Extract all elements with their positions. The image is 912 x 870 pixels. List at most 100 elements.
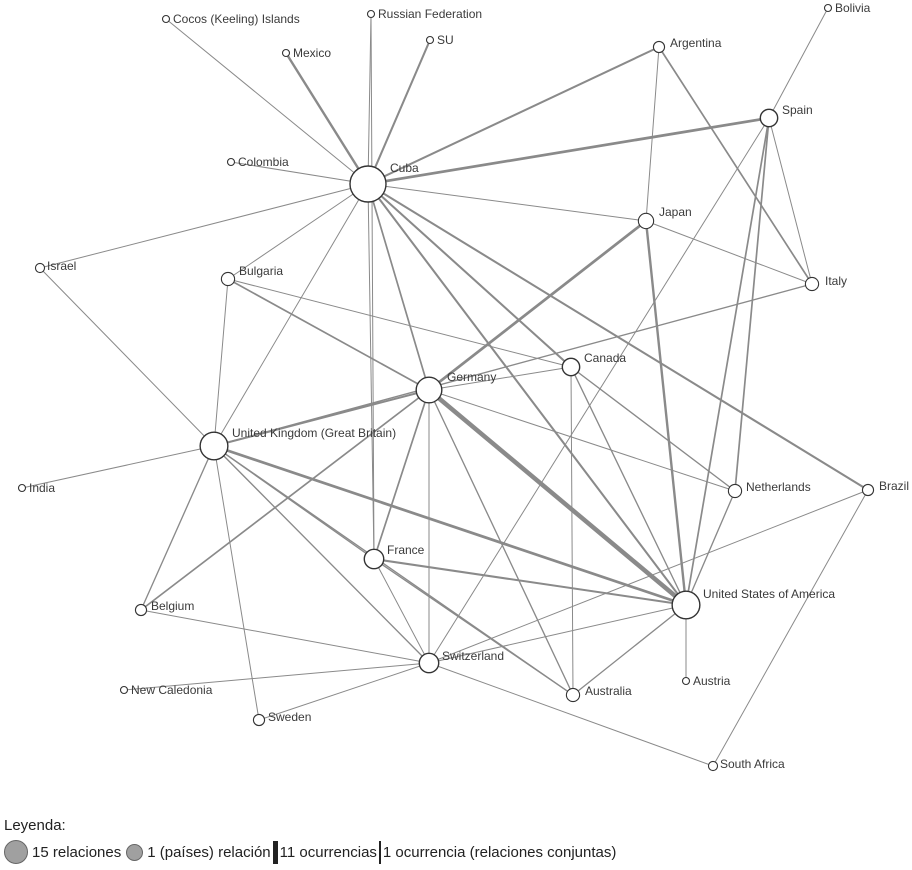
legend-big-node-label: 15 relaciones (32, 843, 122, 861)
edge-usa-australia (572, 604, 687, 696)
node-india (17, 483, 27, 493)
node-southafrica (707, 760, 719, 772)
edge-spain-italy (768, 117, 813, 285)
node-cuba (349, 165, 387, 203)
edge-germany-uk (212, 388, 431, 448)
edge-france-switzerland (373, 558, 430, 664)
node-argentina (652, 40, 666, 54)
node-uk (199, 431, 229, 461)
node-label-australia: Australia (585, 684, 632, 698)
node-label-japan: Japan (659, 205, 692, 219)
edge-cuba-uk (213, 183, 369, 447)
legend-title: Leyenda: (4, 817, 66, 834)
edge-argentina-italy (658, 46, 813, 285)
node-label-india: India (29, 481, 55, 495)
node-label-russia: Russian Federation (378, 7, 482, 21)
edge-cuba-cocos (165, 18, 369, 185)
node-australia (565, 687, 581, 703)
node-label-belgium: Belgium (151, 599, 194, 613)
node-germany (415, 376, 443, 404)
edge-france-usa (372, 557, 688, 607)
node-netherlands (727, 483, 743, 499)
node-label-sweden: Sweden (268, 710, 311, 724)
node-label-israel: Israel (47, 259, 76, 273)
node-label-france: France (387, 543, 425, 557)
edge-bulgaria-germany (227, 278, 430, 391)
edge-brazil-southafrica (712, 489, 869, 767)
edge-bulgaria-canada (227, 278, 572, 368)
node-label-canada: Canada (584, 351, 626, 365)
edge-uk-usa (212, 444, 688, 607)
node-canada (561, 357, 581, 377)
node-label-newcaledonia: New Caledonia (131, 683, 213, 697)
node-usa (671, 590, 701, 620)
node-russia (366, 9, 376, 19)
edge-germany-france (373, 389, 430, 560)
edge-cuba-france (367, 183, 375, 560)
thick-bar-icon (272, 840, 278, 864)
node-label-uk: United Kingdom (Great Britain) (232, 426, 396, 440)
legend-thin-edge: 1 ocurrencia (relaciones conjuntas) (377, 840, 616, 864)
legend-thick-edge: 11 ocurrencias (271, 840, 377, 864)
legend-small-node: 1 (países) relación (121, 843, 271, 861)
edge-argentina-japan (645, 46, 660, 222)
node-bulgaria (220, 271, 236, 287)
node-label-netherlands: Netherlands (746, 480, 811, 494)
node-sweden (252, 713, 266, 727)
small-circle-icon (126, 843, 144, 861)
legend-thick-edge-label: 11 ocurrencias (279, 843, 377, 861)
node-bolivia (823, 3, 833, 13)
edge-cuba-spain (366, 116, 771, 186)
edge-japan-usa (644, 219, 688, 607)
edge-france-australia (373, 558, 574, 696)
node-label-germany: Germany (447, 370, 496, 384)
edge-cuba-su (366, 38, 432, 186)
edge-spain-usa (685, 117, 770, 606)
node-label-switzerland: Switzerland (442, 649, 504, 663)
legend: Leyenda: 15 relaciones 1 (países) relaci… (4, 817, 616, 864)
node-label-austria: Austria (693, 674, 731, 688)
edge-canada-netherlands (570, 366, 736, 492)
node-label-colombia: Colombia (238, 155, 289, 169)
edge-canada-australia (570, 366, 574, 696)
edge-cuba-israel (39, 183, 369, 269)
edge-cuba-mexico (284, 51, 370, 186)
node-label-su: SU (437, 33, 454, 47)
node-italy (804, 276, 820, 292)
node-japan (637, 212, 655, 230)
edge-belgium-switzerland (140, 609, 430, 664)
node-label-mexico: Mexico (293, 46, 331, 60)
edge-cuba-colombia (230, 161, 369, 185)
node-cocos (161, 14, 171, 24)
node-newcaledonia (119, 685, 129, 695)
edge-layer (21, 7, 870, 767)
node-israel (34, 262, 46, 274)
edge-canada-usa (570, 366, 687, 606)
edge-switzerland-sweden (258, 662, 430, 721)
node-colombia (226, 157, 236, 167)
legend-small-node-label: 1 (países) relación (147, 843, 271, 861)
edge-cuba-bulgaria (227, 183, 369, 280)
edge-cuba-argentina (366, 45, 661, 186)
legend-big-node: 15 relaciones (4, 840, 121, 864)
node-austria (681, 676, 691, 686)
node-label-usa: United States of America (703, 587, 835, 601)
edge-israel-uk (39, 267, 215, 447)
node-label-cuba: Cuba (390, 161, 419, 175)
node-label-bulgaria: Bulgaria (239, 264, 283, 278)
edge-cuba-canada (366, 182, 573, 369)
node-label-argentina: Argentina (670, 36, 722, 50)
edge-france-russia (370, 13, 375, 560)
node-label-southafrica: South Africa (720, 757, 785, 771)
edge-uk-belgium (140, 445, 215, 611)
edge-brazil-switzerland (428, 489, 869, 664)
edge-japan-italy (645, 220, 813, 285)
edge-germany-canada (428, 366, 572, 391)
node-su (425, 35, 435, 45)
edge-cuba-germany (367, 183, 430, 391)
node-switzerland (418, 652, 440, 674)
node-spain (759, 108, 779, 128)
legend-row: 15 relaciones 1 (países) relación 11 ocu… (4, 840, 616, 864)
